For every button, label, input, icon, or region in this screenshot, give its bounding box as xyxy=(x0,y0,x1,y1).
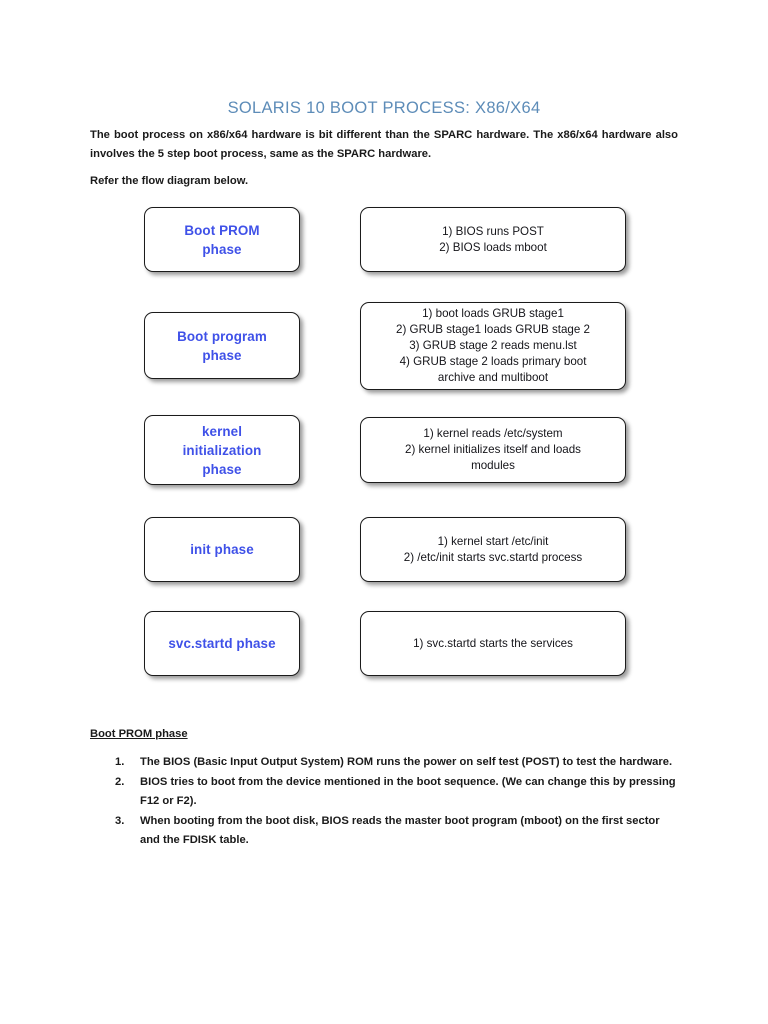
boot-prom-steps-list: 1. The BIOS (Basic Input Output System) … xyxy=(90,753,678,851)
list-item-number: 2. xyxy=(115,775,125,788)
list-item-number: 3. xyxy=(115,814,125,827)
phase-box-init: init phase xyxy=(144,517,300,582)
phase-box-boot-program-label: Boot program phase xyxy=(177,328,267,363)
detail-box-svc-startd-text: 1) svc.startd starts the services xyxy=(413,636,573,650)
list-item: 3. When booting from the boot disk, BIOS… xyxy=(90,812,678,851)
list-item-text: BIOS tries to boot from the device menti… xyxy=(140,775,676,808)
list-item-text: When booting from the boot disk, BIOS re… xyxy=(140,814,660,847)
detail-box-init-text: 1) kernel start /etc/init 2) /etc/init s… xyxy=(403,534,583,564)
refer-line: Refer the flow diagram below. xyxy=(90,175,249,187)
list-item-text: The BIOS (Basic Input Output System) ROM… xyxy=(140,756,673,768)
boot-process-flow-diagram: Boot PROM phase 1) BIOS runs POST 2) BIO… xyxy=(144,207,626,676)
page-title: SOLARIS 10 BOOT PROCESS: X86/X64 xyxy=(227,99,541,117)
detail-box-init: 1) kernel start /etc/init 2) /etc/init s… xyxy=(360,517,626,582)
phase-box-svc-startd: svc.startd phase xyxy=(144,611,300,676)
phase-box-init-label: init phase xyxy=(190,542,254,557)
phase-box-kernel-initialization-label: kernel initialization phase xyxy=(182,423,262,477)
detail-box-kernel-initialization: 1) kernel reads /etc/system 2) kernel in… xyxy=(360,417,626,483)
phase-box-boot-prom: Boot PROM phase xyxy=(144,207,300,272)
list-item-number: 1. xyxy=(115,756,125,768)
phase-box-svc-startd-label: svc.startd phase xyxy=(168,636,276,651)
phase-box-kernel-initialization: kernel initialization phase xyxy=(144,415,300,485)
list-item: 2. BIOS tries to boot from the device me… xyxy=(90,773,678,812)
detail-box-boot-prom: 1) BIOS runs POST 2) BIOS loads mboot xyxy=(360,207,626,272)
section-heading-boot-prom-phase: Boot PROM phase xyxy=(90,728,188,740)
intro-paragraph: The boot process on x86/x64 hardware is … xyxy=(90,129,678,160)
detail-box-svc-startd: 1) svc.startd starts the services xyxy=(360,611,626,676)
list-item: 1. The BIOS (Basic Input Output System) … xyxy=(90,753,678,773)
detail-box-boot-program: 1) boot loads GRUB stage1 2) GRUB stage1… xyxy=(360,302,626,390)
detail-box-kernel-initialization-text: 1) kernel reads /etc/system 2) kernel in… xyxy=(405,427,581,472)
detail-box-boot-prom-text: 1) BIOS runs POST 2) BIOS loads mboot xyxy=(439,224,547,254)
phase-box-boot-program: Boot program phase xyxy=(144,312,300,379)
detail-box-boot-program-text: 1) boot loads GRUB stage1 2) GRUB stage1… xyxy=(396,307,590,384)
phase-box-boot-prom-label: Boot PROM phase xyxy=(184,222,260,257)
